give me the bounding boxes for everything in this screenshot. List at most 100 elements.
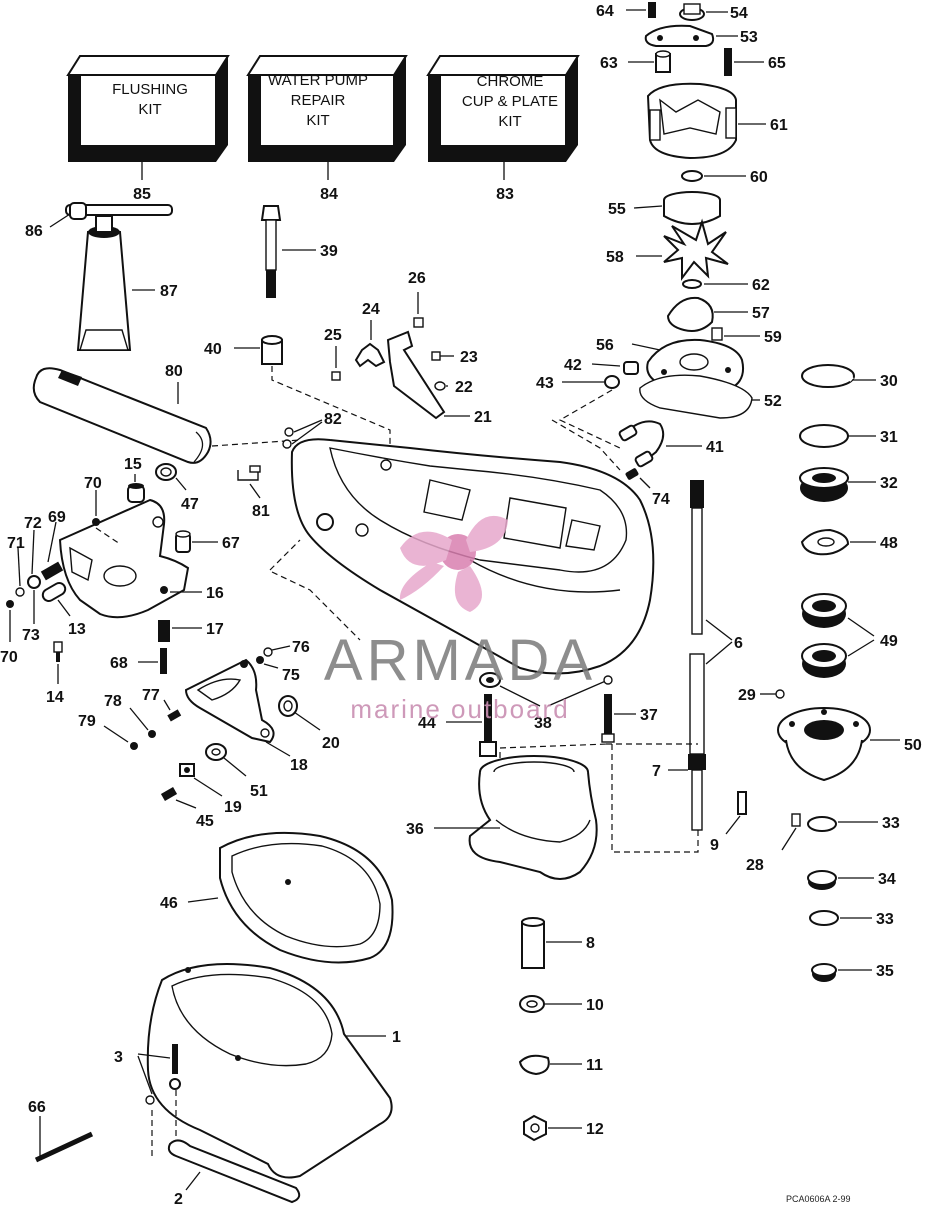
callout-56: 56: [596, 337, 614, 354]
cap-15: [127, 483, 145, 503]
callout-40: 40: [204, 341, 222, 358]
screw-77: [167, 709, 182, 722]
rod-66: [34, 1131, 94, 1163]
nut-19: [179, 763, 195, 777]
screw-64: [648, 2, 656, 18]
callout-54: 54: [730, 5, 748, 22]
water-pump-kit-label-2: REPAIR: [291, 92, 346, 109]
callout-52: 52: [764, 393, 782, 410]
callout-46: 46: [160, 895, 178, 912]
flushing-kit-box: FLUSHING KIT: [66, 55, 230, 162]
bearing-49a: [801, 593, 847, 628]
callout-82: 82: [324, 411, 342, 428]
callout-30: 30: [880, 373, 898, 390]
callout-33b: 33: [876, 911, 894, 928]
callout-2: 2: [174, 1191, 183, 1205]
impeller-58: [663, 218, 729, 281]
callout-86: 86: [25, 223, 43, 240]
callout-3: 3: [114, 1049, 123, 1066]
water-pump-kit-label-3: KIT: [306, 112, 329, 129]
chrome-kit-label-3: KIT: [498, 113, 521, 130]
bearing-housing-50: [777, 707, 871, 782]
callout-59: 59: [764, 329, 782, 346]
o-ring-33a: [807, 816, 837, 832]
callout-6: 6: [734, 635, 743, 652]
callout-42: 42: [564, 357, 582, 374]
callout-87: 87: [160, 283, 178, 300]
exhaust-tube-80: [32, 367, 212, 464]
tab-washer-11: [518, 1054, 550, 1076]
driveshaft-6: [688, 480, 706, 831]
callout-76: 76: [292, 639, 310, 656]
callout-60: 60: [750, 169, 768, 186]
gasket-57: [666, 296, 714, 332]
impeller-cup-55: [663, 191, 721, 225]
callout-58: 58: [606, 249, 624, 266]
washer-38: [479, 672, 501, 688]
chrome-cup-plate-kit-box: CHROME CUP & PLATE KIT: [426, 55, 580, 162]
callout-55: 55: [608, 201, 626, 218]
grommet-54: [679, 3, 705, 21]
gasket-52: [639, 374, 753, 419]
drawing-code: PCA0606A 2-99: [786, 1194, 851, 1204]
screws-3: [145, 1044, 181, 1105]
callout-78: 78: [104, 693, 122, 710]
washer-51: [205, 743, 227, 761]
key-9: [737, 791, 747, 815]
pump-housing-61: [646, 82, 737, 160]
callout-70b: 70: [0, 649, 18, 666]
callout-16: 16: [206, 585, 224, 602]
callout-81: 81: [252, 503, 270, 520]
callout-28: 28: [746, 857, 764, 874]
water-pump-kit-box: WATER PUMP REPAIR KIT: [246, 55, 408, 162]
callout-8: 8: [586, 935, 595, 952]
callout-57: 57: [752, 305, 770, 322]
callout-32: 32: [880, 475, 898, 492]
callout-34: 34: [878, 871, 896, 888]
screw-45: [160, 787, 178, 801]
callout-23: 23: [460, 349, 478, 366]
callout-64: 64: [596, 3, 614, 20]
callout-65: 65: [768, 55, 786, 72]
callout-12: 12: [586, 1121, 604, 1138]
callout-66: 66: [28, 1099, 46, 1116]
callout-1: 1: [392, 1029, 401, 1046]
callout-44: 44: [418, 715, 436, 732]
callout-29: 29: [738, 687, 756, 704]
callout-48: 48: [880, 535, 898, 552]
callout-68: 68: [110, 655, 128, 672]
nut-12: [523, 1114, 547, 1142]
bolt-37: [601, 694, 615, 743]
callout-43: 43: [536, 375, 554, 392]
seal-59: [711, 327, 723, 341]
grate-2: [167, 1139, 301, 1204]
callout-77: 77: [142, 687, 160, 704]
callout-50: 50: [904, 737, 922, 754]
callout-67: 67: [222, 535, 240, 552]
callout-61: 61: [770, 117, 788, 134]
callout-18: 18: [290, 757, 308, 774]
callout-37: 37: [640, 707, 658, 724]
callout-71: 71: [7, 535, 25, 552]
callout-7: 7: [652, 763, 661, 780]
sleeve-8: [521, 917, 545, 969]
screw-65: [724, 48, 732, 76]
cap-67: [175, 530, 191, 553]
washer-22: [434, 381, 446, 391]
screw-23: [431, 351, 454, 361]
watermark-tagline: marine outboard: [350, 694, 569, 724]
callout-45: 45: [196, 813, 214, 830]
callout-26: 26: [408, 270, 426, 287]
bracket-21: [386, 330, 446, 420]
callout-31: 31: [880, 429, 898, 446]
callout-9: 9: [710, 837, 719, 854]
flush-hose-adapter: [65, 202, 173, 351]
callout-69: 69: [48, 509, 66, 526]
callout-14: 14: [46, 689, 64, 706]
callout-21: 21: [474, 409, 492, 426]
chrome-kit-label-2: CUP & PLATE: [462, 93, 558, 110]
washer-47: [155, 463, 177, 481]
ball-joint-69: [27, 561, 64, 589]
callout-41: 41: [706, 439, 724, 456]
armada-logo-watermark: [399, 515, 508, 612]
